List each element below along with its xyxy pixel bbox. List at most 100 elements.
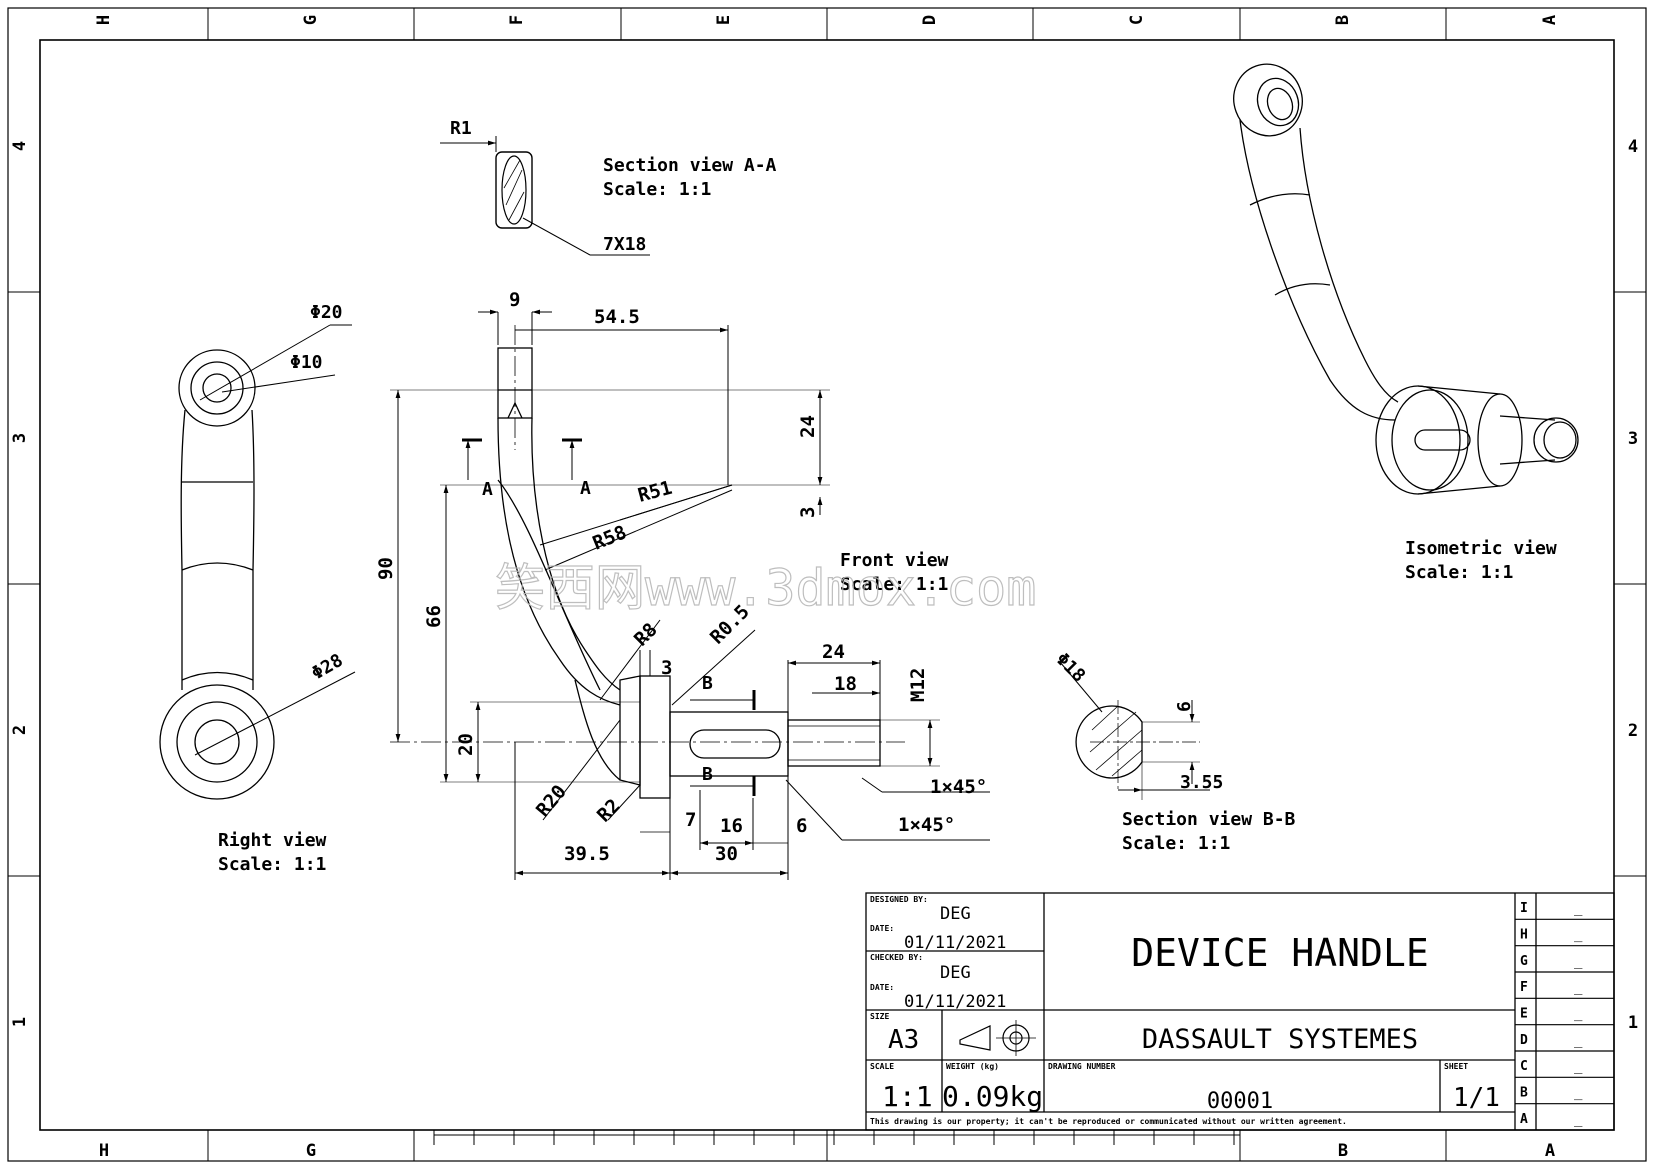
cut-label-b: B <box>702 673 713 694</box>
section-view-aa <box>440 136 650 256</box>
drawing-title: DEVICE HANDLE <box>1131 931 1428 975</box>
revision-letter: I <box>1520 901 1528 916</box>
zone-row-right: 1 <box>1628 1013 1638 1033</box>
drawing-number-value: 00001 <box>1207 1089 1273 1114</box>
front-view-dimensions <box>390 309 990 880</box>
revision-value: _ <box>1574 979 1583 995</box>
revision-letter: B <box>1520 1086 1528 1101</box>
zone-row-left: 1 <box>10 1017 30 1027</box>
watermark: 笑西网www.3dmox.com <box>495 559 1036 617</box>
dim-chamfer-1: 1×45° <box>930 776 987 798</box>
revision-table <box>1515 918 1614 1105</box>
dim-3-vertical: 3 <box>797 507 819 518</box>
scale-value: 1:1 <box>882 1080 933 1113</box>
cut-label-a: A <box>580 478 591 499</box>
zone-row-right: 4 <box>1628 137 1638 157</box>
dim-54-5: 54.5 <box>594 306 640 328</box>
zone-row-left: 2 <box>10 725 30 735</box>
front-view-title: Front view <box>840 550 949 571</box>
revision-letter: H <box>1520 928 1528 943</box>
dim-m12: M12 <box>907 668 929 702</box>
section-bb-scale: Scale: 1:1 <box>1122 833 1230 854</box>
revision-value: _ <box>1574 1032 1583 1048</box>
zone-label-top: F <box>507 15 527 25</box>
zone-label-bottom: B <box>1338 1141 1348 1161</box>
checked-by-label: CHECKED BY: <box>870 953 923 962</box>
revision-value: _ <box>1574 1006 1583 1022</box>
sheet-label: SHEET <box>1444 1062 1468 1071</box>
right-view-scale: Scale: 1:1 <box>218 854 326 875</box>
dim-24-vertical: 24 <box>797 415 819 438</box>
zone-row-left: 3 <box>10 433 30 443</box>
dim-right-d20: Φ20 <box>310 302 343 323</box>
zone-label-top: D <box>920 15 940 25</box>
dim-right-d10: Φ10 <box>290 352 323 373</box>
zone-label-bottom: G <box>306 1141 316 1161</box>
cut-label-b: B <box>702 764 713 785</box>
zone-label-bottom: H <box>99 1141 109 1161</box>
dim-bb-6: 6 <box>1174 701 1195 712</box>
isometric-view-scale: Scale: 1:1 <box>1405 562 1513 583</box>
checked-by-value: DEG <box>940 963 971 983</box>
zone-label-top: E <box>714 15 734 25</box>
drawing-number-label: DRAWING NUMBER <box>1048 1062 1116 1071</box>
revision-value: _ <box>1574 900 1583 916</box>
dim-39-5: 39.5 <box>564 843 610 865</box>
date-label: DATE: <box>870 924 894 933</box>
dim-3-collar: 3 <box>661 657 672 679</box>
revision-value: _ <box>1574 953 1583 969</box>
isometric-view <box>1233 63 1579 495</box>
right-view <box>159 324 356 800</box>
dim-bb-3-55: 3.55 <box>1180 772 1223 793</box>
scale-label: SCALE <box>870 1062 894 1071</box>
bottom-ruler-ticks <box>433 1130 1235 1145</box>
zone-label-top: A <box>1540 15 1560 25</box>
revision-value: _ <box>1574 1085 1583 1101</box>
zone-label-top: H <box>94 15 114 25</box>
dim-r1: R1 <box>450 118 472 139</box>
zone-row-left: 4 <box>10 141 30 151</box>
revision-letter: C <box>1520 1059 1528 1074</box>
designed-by-label: DESIGNED BY: <box>870 895 928 904</box>
front-view-scale: Scale: 1:1 <box>840 574 948 595</box>
date-label: DATE: <box>870 983 894 992</box>
sheet-value: 1/1 <box>1453 1083 1500 1113</box>
dim-6: 6 <box>796 815 807 837</box>
zone-row-right: 2 <box>1628 721 1638 741</box>
section-view-bb <box>1059 661 1210 800</box>
dim-r2: R2 <box>593 795 625 827</box>
dim-30: 30 <box>715 843 738 865</box>
revision-value: _ <box>1574 1111 1583 1127</box>
zone-label-bottom: A <box>1545 1141 1555 1161</box>
zone-label-top: G <box>301 15 321 25</box>
zone-row-right: 3 <box>1628 429 1638 449</box>
dim-24-thread: 24 <box>822 641 845 663</box>
dim-90: 90 <box>375 557 397 580</box>
section-bb-title: Section view B-B <box>1122 809 1296 830</box>
checked-date-value: 01/11/2021 <box>904 992 1006 1012</box>
zone-label-top: C <box>1127 15 1147 25</box>
cut-line-aa <box>462 438 756 796</box>
dim-66: 66 <box>423 605 445 628</box>
right-view-title: Right view <box>218 830 327 851</box>
designed-date-value: 01/11/2021 <box>904 933 1006 953</box>
dim-r58: R58 <box>590 521 630 554</box>
property-note: This drawing is our property; it can't b… <box>870 1116 1347 1126</box>
zone-label-top: B <box>1333 15 1353 25</box>
section-aa-title: Section view A-A <box>603 155 777 176</box>
isometric-view-title: Isometric view <box>1405 538 1557 559</box>
title-block <box>865 892 1615 1131</box>
dim-r20: R20 <box>532 781 571 821</box>
revision-letter: D <box>1520 1033 1528 1048</box>
cut-label-a: A <box>482 479 493 500</box>
size-label: SIZE <box>870 1012 889 1021</box>
dim-9: 9 <box>509 289 520 311</box>
dim-18: 18 <box>834 673 857 695</box>
designed-by-value: DEG <box>940 904 971 924</box>
revision-letter: F <box>1520 980 1528 995</box>
section-aa-profile <box>495 151 533 229</box>
drawing-border <box>7 7 1647 1162</box>
section-aa-scale: Scale: 1:1 <box>603 179 711 200</box>
revision-letter: A <box>1520 1112 1528 1127</box>
